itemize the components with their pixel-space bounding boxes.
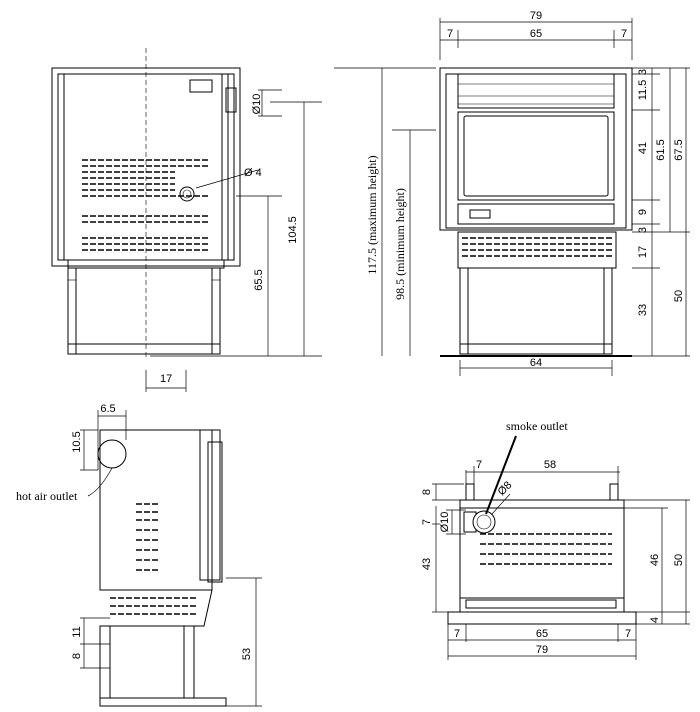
front-view: 79 7 65 7 64 117.5 (maximum height) 98.5… xyxy=(334,10,690,376)
top-dim-flange: 8 xyxy=(421,489,433,495)
top-dim-total-width: 79 xyxy=(536,644,548,656)
rear-dim-base-height: 65.5 xyxy=(253,269,265,290)
side-dim-rail-a: 11 xyxy=(71,626,83,637)
side-dim-outlet-height: 10.5 xyxy=(71,431,83,452)
front-dim-left-margin: 7 xyxy=(447,28,453,40)
side-dim-outlet-offset: 6.5 xyxy=(100,403,115,415)
front-control-knob xyxy=(469,209,491,219)
front-outer-frame xyxy=(439,67,633,231)
front-dim-right-margin: 7 xyxy=(621,28,627,40)
top-dim-total-depth: 50 xyxy=(673,554,685,566)
top-dim-right-margin: 7 xyxy=(625,628,631,640)
rear-grill-lower xyxy=(82,215,210,251)
front-window xyxy=(457,111,615,201)
front-dim-max-height: 117.5 (maximum height) xyxy=(365,155,379,274)
side-grill xyxy=(136,503,158,571)
side-body xyxy=(99,429,213,591)
top-smoke-label: smoke outlet xyxy=(506,419,568,433)
top-dim-base-strip: 4 xyxy=(649,617,661,623)
front-dim-panel-height: 9 xyxy=(637,209,649,215)
top-dim-left-margin: 7 xyxy=(454,628,460,640)
front-grill xyxy=(462,237,612,257)
rear-dim-hole: Ø 4 xyxy=(244,167,262,179)
front-dim-lower-height: 50 xyxy=(673,290,685,302)
rear-grill-upper xyxy=(82,159,210,197)
front-dim-body-height: 67.5 xyxy=(673,139,685,160)
front-inner-frame xyxy=(445,73,627,229)
side-stand xyxy=(99,625,227,707)
front-stand xyxy=(459,267,613,355)
top-dim-offset-left: 7 xyxy=(476,459,482,471)
front-dim-leg-height: 33 xyxy=(637,304,649,316)
front-louver xyxy=(457,73,615,109)
side-hot-air-label: hot air outlet xyxy=(16,489,78,503)
top-dim-rail-width: 58 xyxy=(544,459,556,471)
front-dim-top-gap: 3 xyxy=(637,69,649,75)
front-panel xyxy=(457,203,615,225)
front-grill-box xyxy=(457,231,617,269)
side-dim-rail-b: 8 xyxy=(71,653,83,659)
front-dim-bottom-width: 64 xyxy=(530,357,542,369)
top-view: smoke outlet 7 58 8 Ø8 Ø10 7 43 46 50 4 xyxy=(421,419,690,660)
top-smoke-outlet-pipe xyxy=(472,510,496,534)
front-glass xyxy=(463,115,609,197)
top-dim-collar-offset: 7 xyxy=(421,519,433,525)
top-grill xyxy=(480,533,612,565)
front-dim-total-width: 79 xyxy=(530,10,542,22)
side-view: 6.5 10.5 hot air outlet 11 8 53 xyxy=(16,403,262,707)
front-dim-window-height: 61.5 xyxy=(655,139,667,160)
flue-collar xyxy=(189,79,213,93)
rear-hole xyxy=(179,186,195,202)
rear-view: Ø10 Ø 4 104.5 65.5 17 xyxy=(51,48,322,392)
side-hot-air-outlet xyxy=(97,439,127,469)
rear-dim-total-height: 104.5 xyxy=(287,216,299,244)
side-dim-leg-height: 53 xyxy=(241,648,253,660)
front-dim-inner-width: 65 xyxy=(530,28,542,40)
front-dim-bottom-gap: 3 xyxy=(637,227,649,233)
front-dim-grill-height: 17 xyxy=(637,246,649,258)
top-dim-inner-depth: 46 xyxy=(649,554,661,566)
front-dim-louver-height: 11.5 xyxy=(637,80,649,101)
side-bottom-grill xyxy=(110,597,198,615)
rear-dim-offset: 17 xyxy=(160,373,172,385)
front-dim-min-height: 98.5 (minimum height) xyxy=(393,188,407,300)
rear-stand xyxy=(67,267,221,355)
top-dim-inner-width: 65 xyxy=(536,628,548,640)
front-dim-glass-height: 41 xyxy=(637,142,649,154)
top-dim-body-depth: 43 xyxy=(421,558,433,570)
rear-dim-flue: Ø10 xyxy=(251,94,263,115)
top-dim-collar-diameter: Ø10 xyxy=(439,512,451,533)
